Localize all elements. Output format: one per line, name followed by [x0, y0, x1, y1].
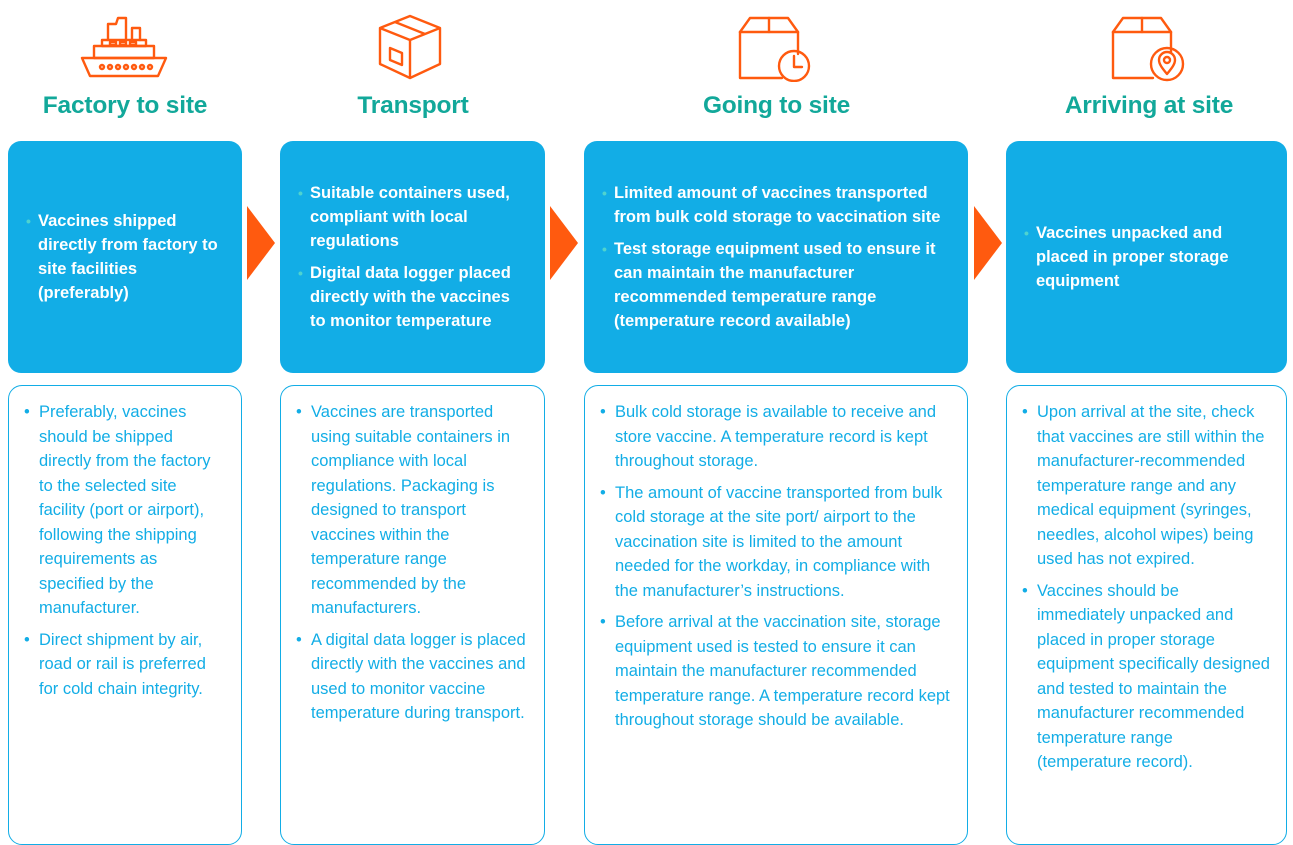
- summary-box-arriving-at-site: Vaccines unpacked and placed in proper s…: [1006, 141, 1287, 373]
- summary-item: Vaccines shipped directly from factory t…: [26, 209, 220, 305]
- summary-box-going-to-site: Limited amount of vaccines transported f…: [584, 141, 968, 373]
- summary-item: Limited amount of vaccines transported f…: [602, 181, 946, 229]
- detail-item: Upon arrival at the site, check that vac…: [1022, 400, 1270, 572]
- summary-item: Test storage equipment used to ensure it…: [602, 237, 946, 333]
- arrow-right-icon: [247, 206, 275, 280]
- box-clock-icon: [722, 12, 822, 82]
- detail-box-transport: Vaccines are transported using suitable …: [280, 385, 545, 845]
- detail-item: Before arrival at the vaccination site, …: [600, 610, 951, 733]
- stage-title-transport: Transport: [357, 92, 469, 119]
- summary-item: Suitable containers used, compliant with…: [298, 181, 523, 253]
- detail-item: Vaccines are transported using suitable …: [296, 400, 528, 621]
- detail-box-factory-to-site: Preferably, vaccines should be shipped d…: [8, 385, 242, 845]
- summary-item: Digital data logger placed directly with…: [298, 261, 523, 333]
- detail-item: Bulk cold storage is available to receiv…: [600, 400, 951, 474]
- detail-item: The amount of vaccine transported from b…: [600, 481, 951, 604]
- summary-item: Vaccines unpacked and placed in proper s…: [1024, 221, 1265, 293]
- package-box-icon: [360, 12, 460, 82]
- detail-box-going-to-site: Bulk cold storage is available to receiv…: [584, 385, 968, 845]
- detail-item: A digital data logger is placed directly…: [296, 628, 528, 726]
- detail-item: Direct shipment by air, road or rail is …: [24, 628, 225, 702]
- stage-title-going-to-site: Going to site: [702, 92, 851, 119]
- box-location-pin-icon: [1095, 12, 1195, 82]
- arrow-right-icon: [974, 206, 1002, 280]
- ship-icon: [74, 12, 174, 82]
- stage-title-factory-to-site: Factory to site: [42, 92, 208, 119]
- detail-item: Preferably, vaccines should be shipped d…: [24, 400, 225, 621]
- summary-box-transport: Suitable containers used, compliant with…: [280, 141, 545, 373]
- summary-box-factory-to-site: Vaccines shipped directly from factory t…: [8, 141, 242, 373]
- detail-box-arriving-at-site: Upon arrival at the site, check that vac…: [1006, 385, 1287, 845]
- stage-title-arriving-at-site: Arriving at site: [1064, 92, 1234, 119]
- arrow-right-icon: [550, 206, 578, 280]
- detail-item: Vaccines should be immediately unpacked …: [1022, 579, 1270, 775]
